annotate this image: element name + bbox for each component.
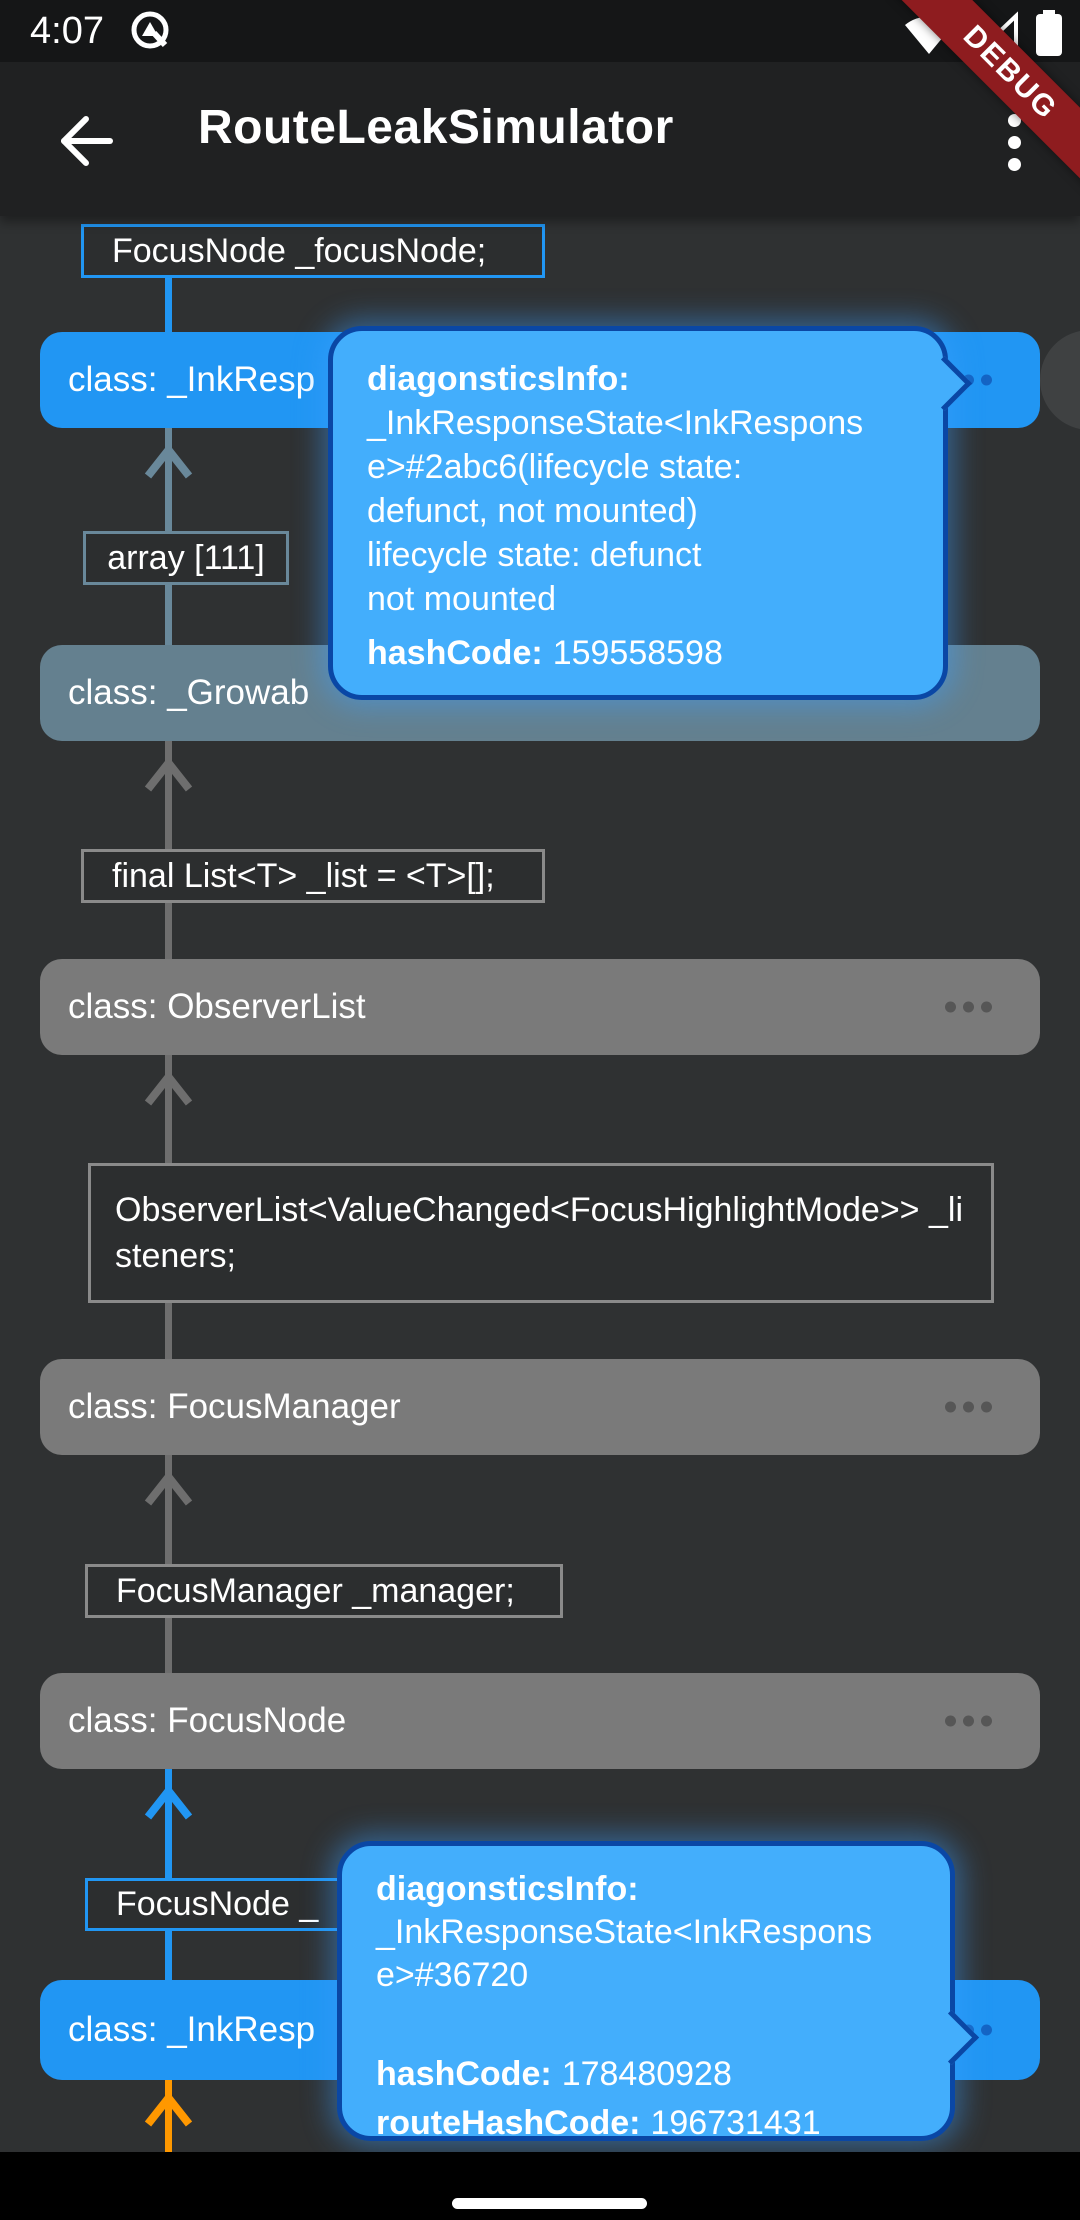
field-box-manager: FocusManager _manager;	[85, 1564, 563, 1618]
nav-bar	[0, 2152, 1080, 2220]
arrowhead-up-blue	[144, 1784, 193, 1820]
class-node-focusmanager[interactable]: class: FocusManager	[40, 1359, 1040, 1455]
back-button[interactable]	[48, 106, 118, 176]
edge-blue-top	[165, 277, 172, 333]
more-dots-icon[interactable]	[945, 1715, 992, 1727]
hash-code-row: hashCode:159558598	[367, 634, 723, 672]
route-hash-code-row: routeHashCode:196731431	[376, 2104, 821, 2142]
hash-code-row: hashCode:178480928	[376, 2055, 732, 2093]
overflow-menu-button[interactable]	[986, 104, 1042, 180]
battery-full-icon	[1036, 10, 1062, 56]
diagnostics-tooltip-bottom: diagonsticsInfo: _InkResponseState<InkRe…	[337, 1841, 980, 2142]
home-gesture-pill[interactable]	[452, 2198, 647, 2209]
offscreen-node-stub	[1040, 330, 1080, 430]
status-time: 4:07	[30, 10, 104, 52]
diagnostics-tooltip-top: diagonsticsInfo: _InkResponseState<InkRe…	[328, 326, 973, 700]
edge-focusnode	[165, 1769, 172, 1981]
field-box-focusnode: FocusNode _focusNode;	[81, 224, 545, 278]
edge-orange-bottom	[165, 2080, 172, 2152]
android-q-notification-icon	[131, 11, 169, 49]
no-cell-signal-icon	[972, 11, 1018, 56]
arrowhead-up-bluegray	[144, 443, 193, 479]
wifi-icon	[905, 16, 953, 54]
arrowhead-up-orange	[144, 2091, 193, 2127]
class-node-observerlist[interactable]: class: ObserverList	[40, 959, 1040, 1055]
field-box-listeners: ObserverList<ValueChanged<FocusHighlight…	[88, 1163, 994, 1303]
status-bar: 4:07	[0, 0, 1080, 62]
page-title: RouteLeakSimulator	[198, 101, 674, 154]
field-box-list: final List<T> _list = <T>[];	[81, 849, 545, 903]
arrowhead-up-gray	[144, 1070, 193, 1106]
arrowhead-up-gray	[144, 756, 193, 792]
more-dots-icon[interactable]	[945, 1001, 992, 1013]
arrowhead-up-gray	[144, 1470, 193, 1506]
more-dots-icon[interactable]	[945, 1401, 992, 1413]
class-node-focusnode[interactable]: class: FocusNode	[40, 1673, 1040, 1769]
app-bar: RouteLeakSimulator	[0, 62, 1080, 216]
field-box-array: array [111]	[83, 531, 289, 585]
